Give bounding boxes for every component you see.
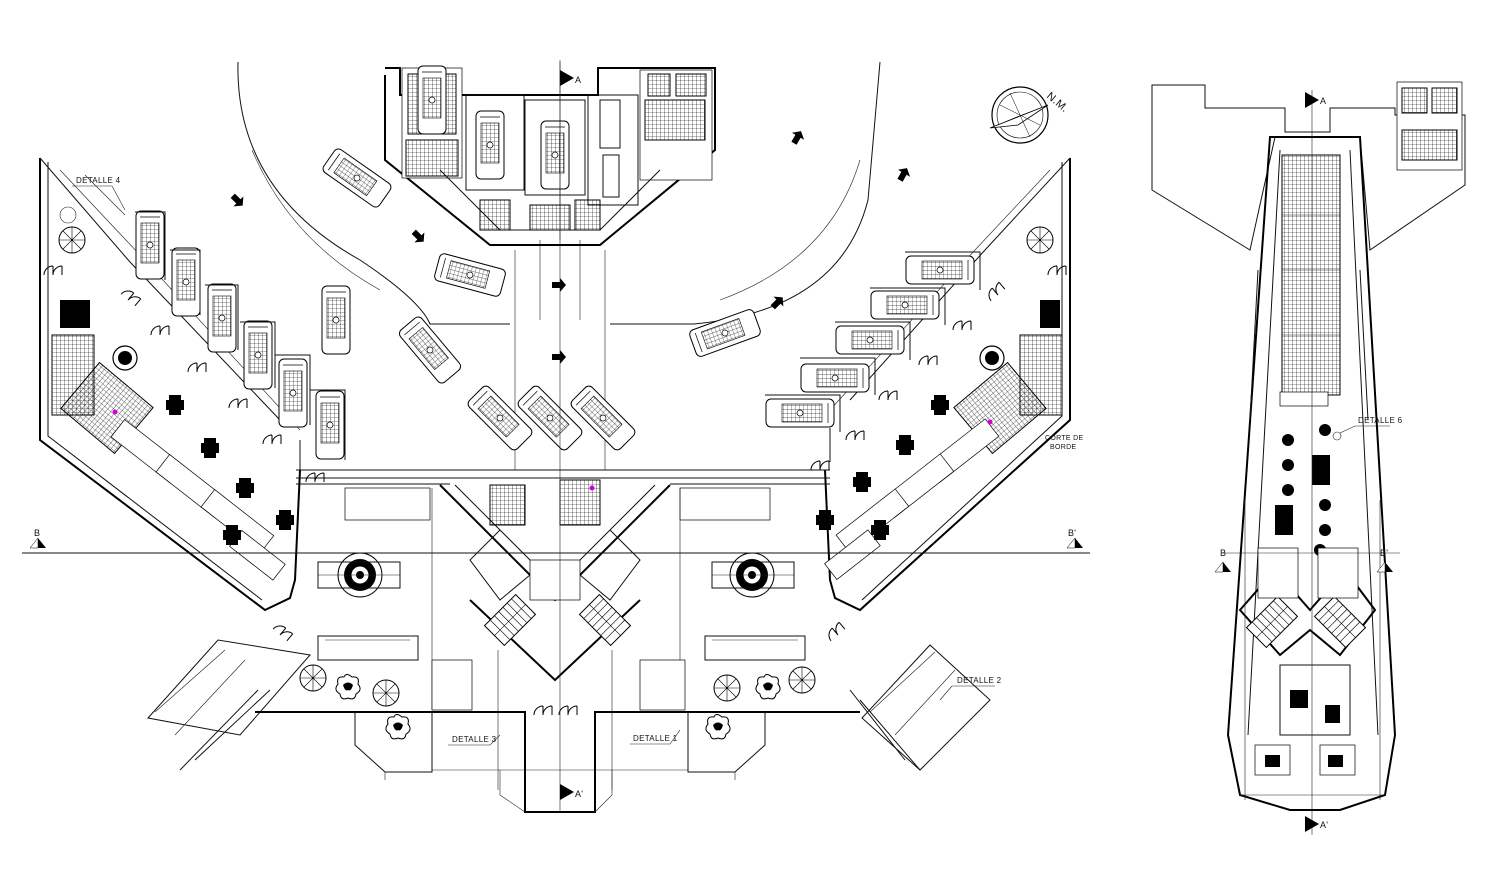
side-section-b-label: B [1220, 548, 1226, 558]
section-b-label: B [34, 528, 40, 538]
parking-right-row [687, 251, 981, 432]
left-wing-outline [39, 158, 301, 612]
parking-left-row [135, 146, 507, 460]
side-section-a-prime-label: A' [1320, 820, 1328, 830]
side-section-a-label: A [1320, 96, 1326, 106]
detail-4-label: DETALLE 4 [76, 176, 121, 185]
left-wing-interior [43, 226, 401, 771]
side-section-b-prime-label: B' [1380, 548, 1388, 558]
corte-de-borde-label-2: BORDE [1050, 444, 1076, 451]
section-b-prime-label: B' [1068, 528, 1076, 538]
top-bus-station-block [384, 60, 716, 470]
section-a-label: A [575, 75, 581, 85]
detail-2-label: DETALLE 2 [957, 676, 1002, 685]
central-concourse [344, 479, 771, 790]
accent-marker-center [589, 485, 595, 491]
accent-marker-left [112, 409, 118, 415]
corte-de-borde-label-1: CORTE DE [1045, 435, 1083, 442]
bottom-entrance-block [255, 635, 860, 813]
main-floor-plan: N.M. [22, 60, 1090, 813]
right-wing-interior [711, 226, 1067, 771]
detail-callouts: DETALLE 4 DETALLE 3 DETALLE 1 DETALLE 2 … [59, 176, 1083, 746]
section-a-prime-label: A' [575, 789, 583, 799]
side-floor-plan: B B' A A' DETALLE 6 [1151, 81, 1466, 835]
accent-marker-right [987, 419, 993, 425]
detail-6-label: DETALLE 6 [1358, 416, 1403, 425]
north-arrow: N.M. [989, 86, 1070, 144]
side-tables [1275, 424, 1331, 556]
detail-3-label: DETALLE 3 [452, 735, 497, 744]
section-line-b: B B' [22, 528, 1090, 554]
detail-1-label: DETALLE 1 [633, 734, 678, 743]
section-line-a: A A' [559, 62, 583, 812]
